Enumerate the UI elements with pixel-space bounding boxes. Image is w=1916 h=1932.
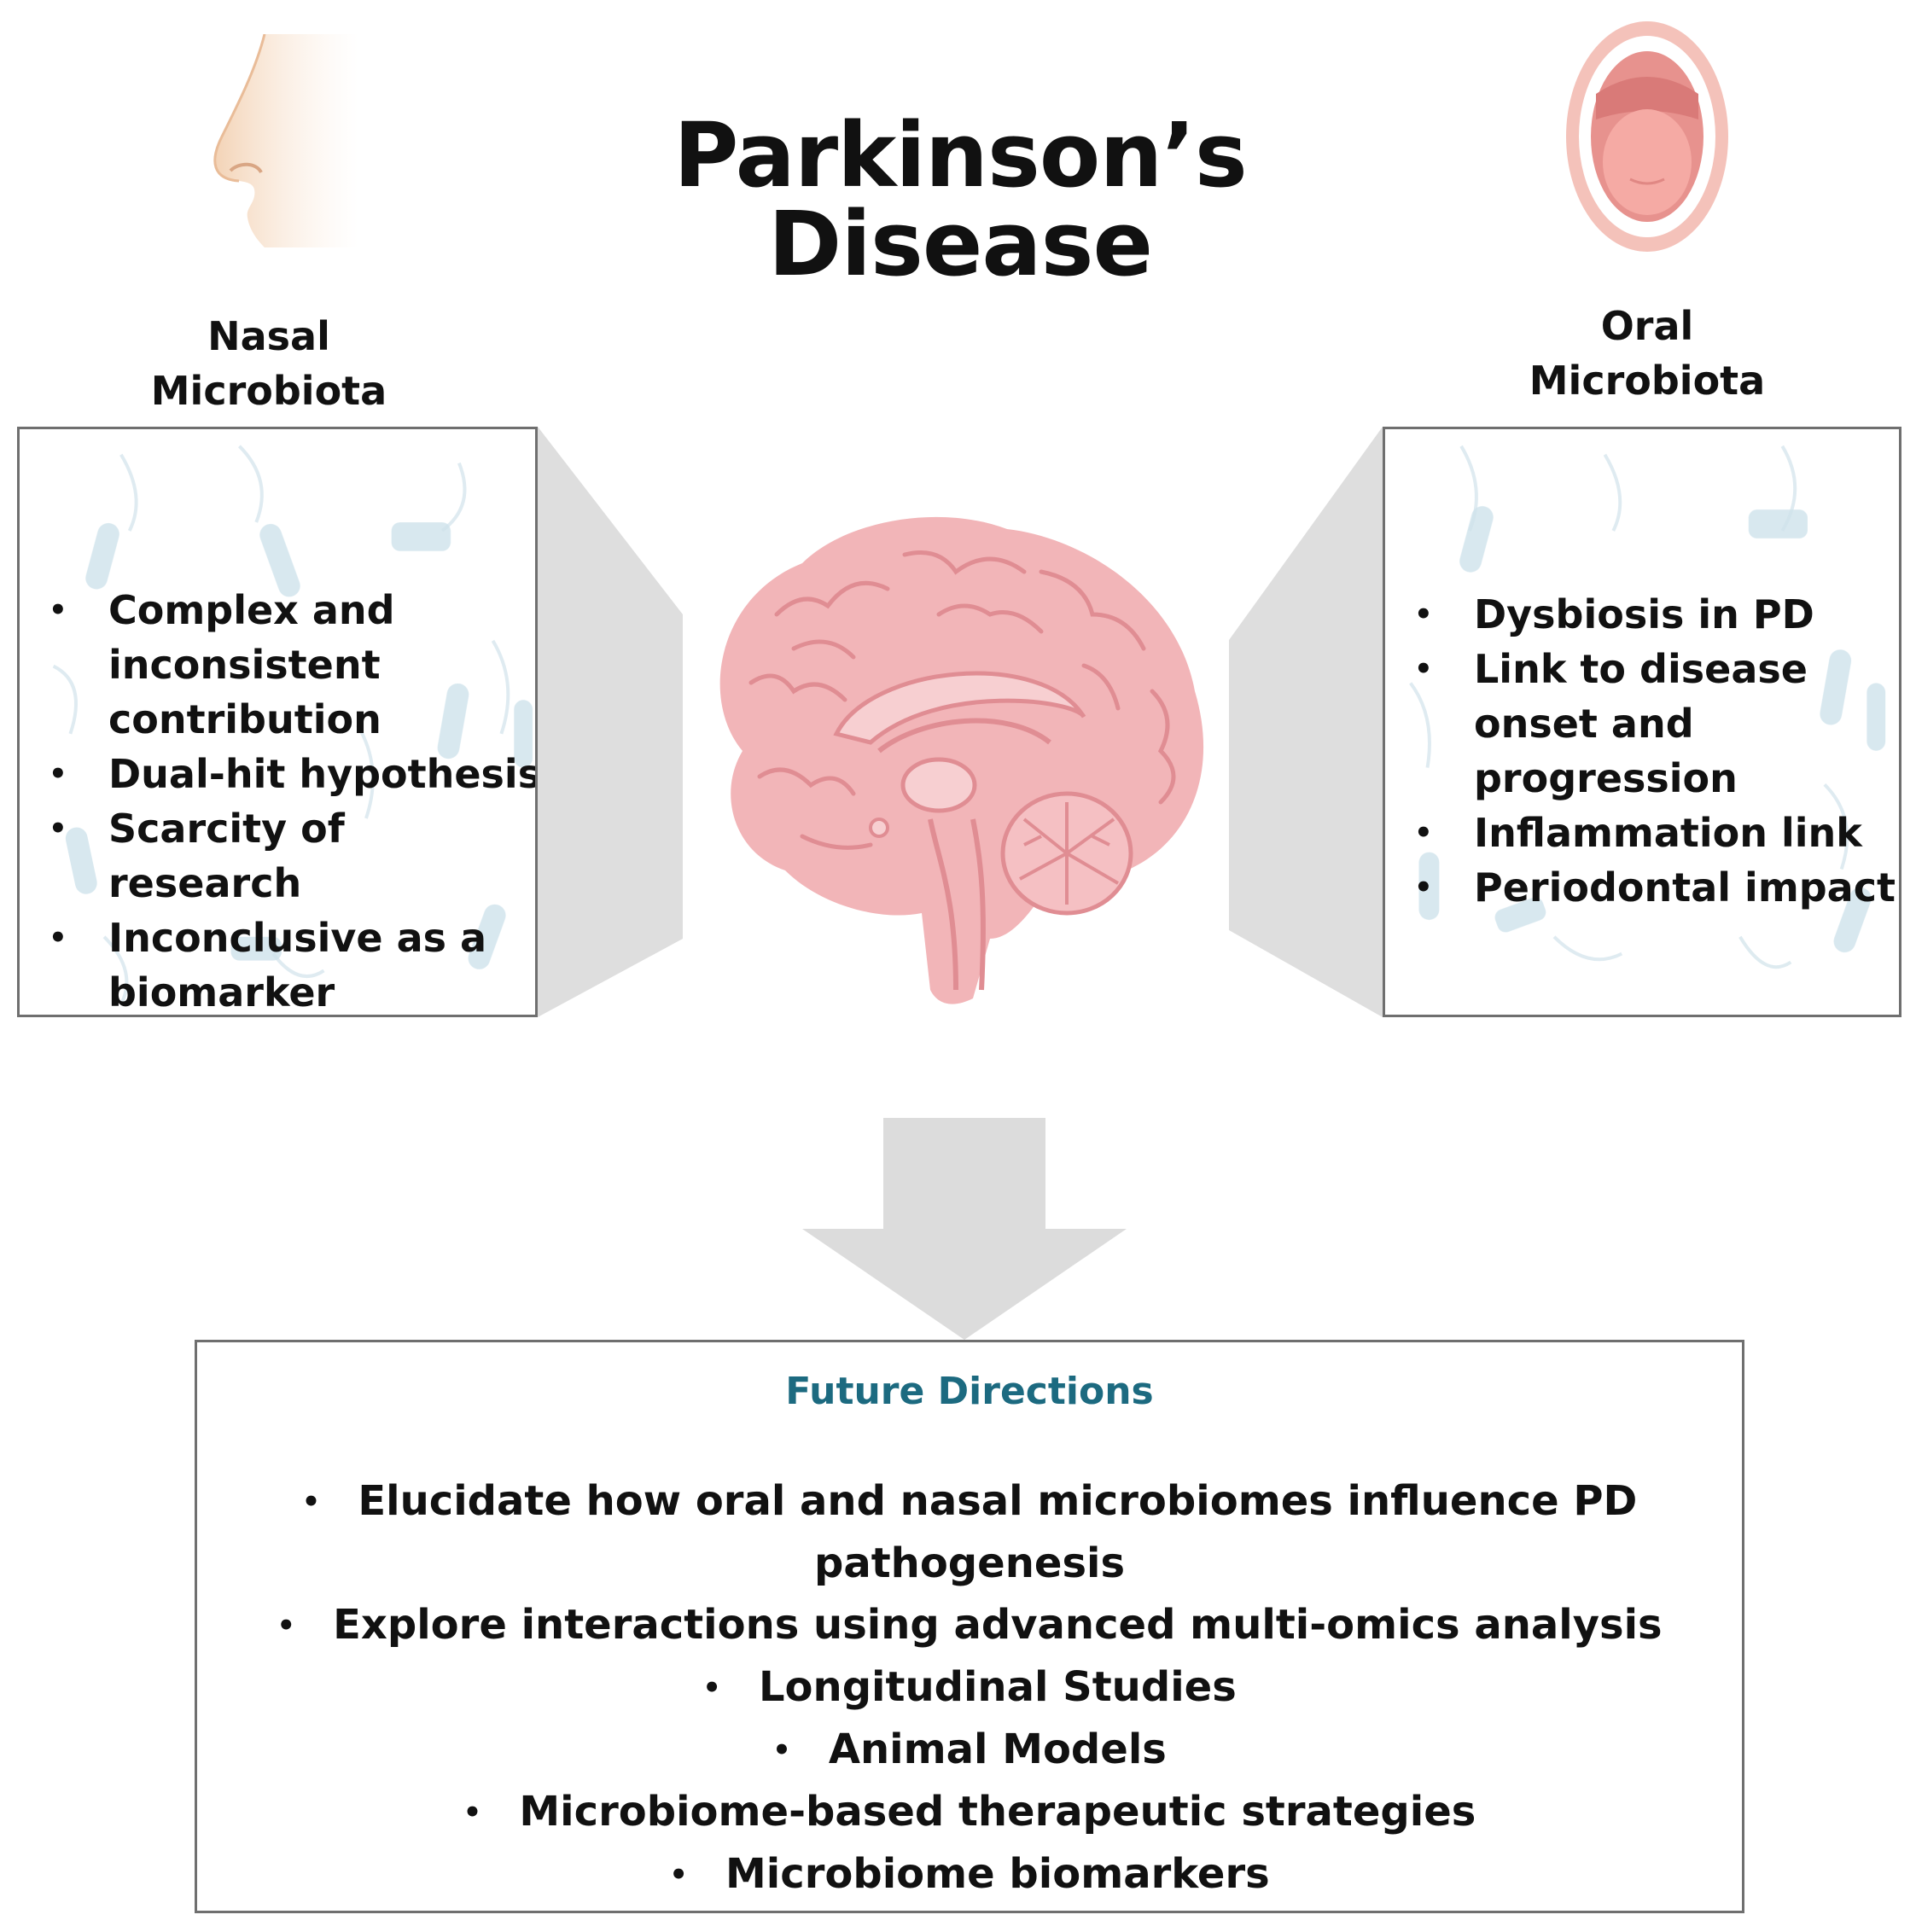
nasal-finding-text: Scarcity of research [108,806,345,906]
bullet-marker: • [49,593,67,627]
nasal-finding-text: inconsistent [108,642,381,688]
nasal-finding-item: • Inconclusive as a biomarker [30,911,535,1015]
bullet-marker: • [301,1485,321,1519]
future-direction-text: Explore interactions using advanced mult… [333,1601,1663,1649]
future-direction-item: pathogenesis [197,1533,1742,1594]
bullet-marker: • [277,1609,296,1643]
oral-heading-line1: Oral [1600,303,1694,349]
oral-finding-item: • Periodontal impact [1395,860,1899,915]
oral-finding-text: Inflammation link [1474,810,1862,856]
oral-finding-text: Periodontal impact [1474,864,1896,911]
nasal-finding-text: contribution [108,696,381,742]
bullet-marker: • [1414,816,1433,850]
nasal-finding-item: • Dual-hit hypothesis [30,747,538,801]
future-direction-text: Microbiome biomarkers [725,1850,1270,1898]
brain-icon [719,516,1204,1004]
future-direction-item: • Explore interactions using advanced mul… [197,1594,1742,1656]
nasal-heading-line2: Microbiota [150,368,387,414]
future-directions-box: Future Directions • Elucidate how oral an… [195,1340,1744,1913]
future-direction-text: Animal Models [828,1725,1167,1773]
future-direction-item: • Elucidate how oral and nasal microbiome… [197,1470,1742,1533]
future-direction-item: • Animal Models [197,1719,1742,1781]
nasal-heading-line1: Nasal [207,313,330,359]
oral-finding-item: • Dysbiosis in PD [1395,587,1899,642]
bullet-marker: • [49,812,67,846]
oral-finding-text: onset and [1474,701,1694,747]
future-direction-text: pathogenesis [813,1539,1126,1587]
future-direction-item: • Microbiome biomarkers [197,1843,1742,1906]
oral-microbiota-box: • Dysbiosis in PD • Link to disease onset an… [1383,427,1901,1017]
nasal-finding-item: • Scarcity of research [30,801,535,911]
nose-icon [213,34,358,247]
bullet-marker: • [702,1671,721,1705]
oral-connector-wedge [1229,427,1383,1017]
nasal-finding-text: Inconclusive as a [108,915,487,961]
oral-finding-text: progression [1474,755,1738,801]
oral-finding-text: Dysbiosis in PD [1474,591,1814,637]
nasal-microbiota-box: • Complex and inconsistent contribution • Dua… [17,427,538,1017]
bullet-marker: • [772,1733,791,1767]
diagram-title: Parkinson’s Disease [673,103,1248,296]
nasal-microbiota-heading: Nasal Microbiota [102,309,435,418]
bullet-marker: • [463,1795,482,1830]
future-direction-text: Microbiome-based therapeutic strategies [519,1788,1476,1836]
nasal-findings-list: • Complex and inconsistent contribution • Dua… [30,583,538,1015]
future-directions-list: • Elucidate how oral and nasal microbiome… [197,1470,1742,1906]
bullet-marker: • [1414,870,1433,905]
oral-finding-item: • Link to disease onset and progression [1395,642,1899,806]
bullet-marker: • [1414,597,1433,631]
nasal-finding-text: Complex and [108,587,395,633]
oral-finding-text: Link to disease [1474,646,1808,692]
nasal-connector-wedge [538,427,683,1017]
bullet-marker: • [1414,652,1433,686]
future-directions-title: Future Directions [785,1370,1154,1413]
bullet-marker: • [49,921,67,955]
nasal-finding-text: biomarker [108,969,335,1015]
bullet-marker: • [49,757,67,791]
nasal-finding-text: Dual-hit hypothesis [108,751,538,797]
open-mouth-icon [1566,21,1728,252]
future-direction-item: • Longitudinal Studies [197,1656,1742,1719]
future-direction-text: Longitudinal Studies [758,1663,1237,1711]
oral-microbiota-heading: Oral Microbiota [1468,299,1826,408]
nasal-finding-item: • Complex and inconsistent contribution [30,583,535,747]
bullet-marker: • [669,1858,689,1892]
bacteria-background-pattern [1409,445,1886,969]
oral-heading-line2: Microbiota [1529,358,1766,404]
oral-findings-list: • Dysbiosis in PD • Link to disease onset an… [1395,587,1899,915]
future-direction-item: • Microbiome-based therapeutic strategies [197,1781,1742,1843]
future-direction-text: Elucidate how oral and nasal microbiomes… [358,1477,1638,1525]
down-arrow-icon [802,1118,1127,1340]
bacteria-background-pattern [52,445,533,1005]
oral-finding-item: • Inflammation link [1395,806,1899,860]
